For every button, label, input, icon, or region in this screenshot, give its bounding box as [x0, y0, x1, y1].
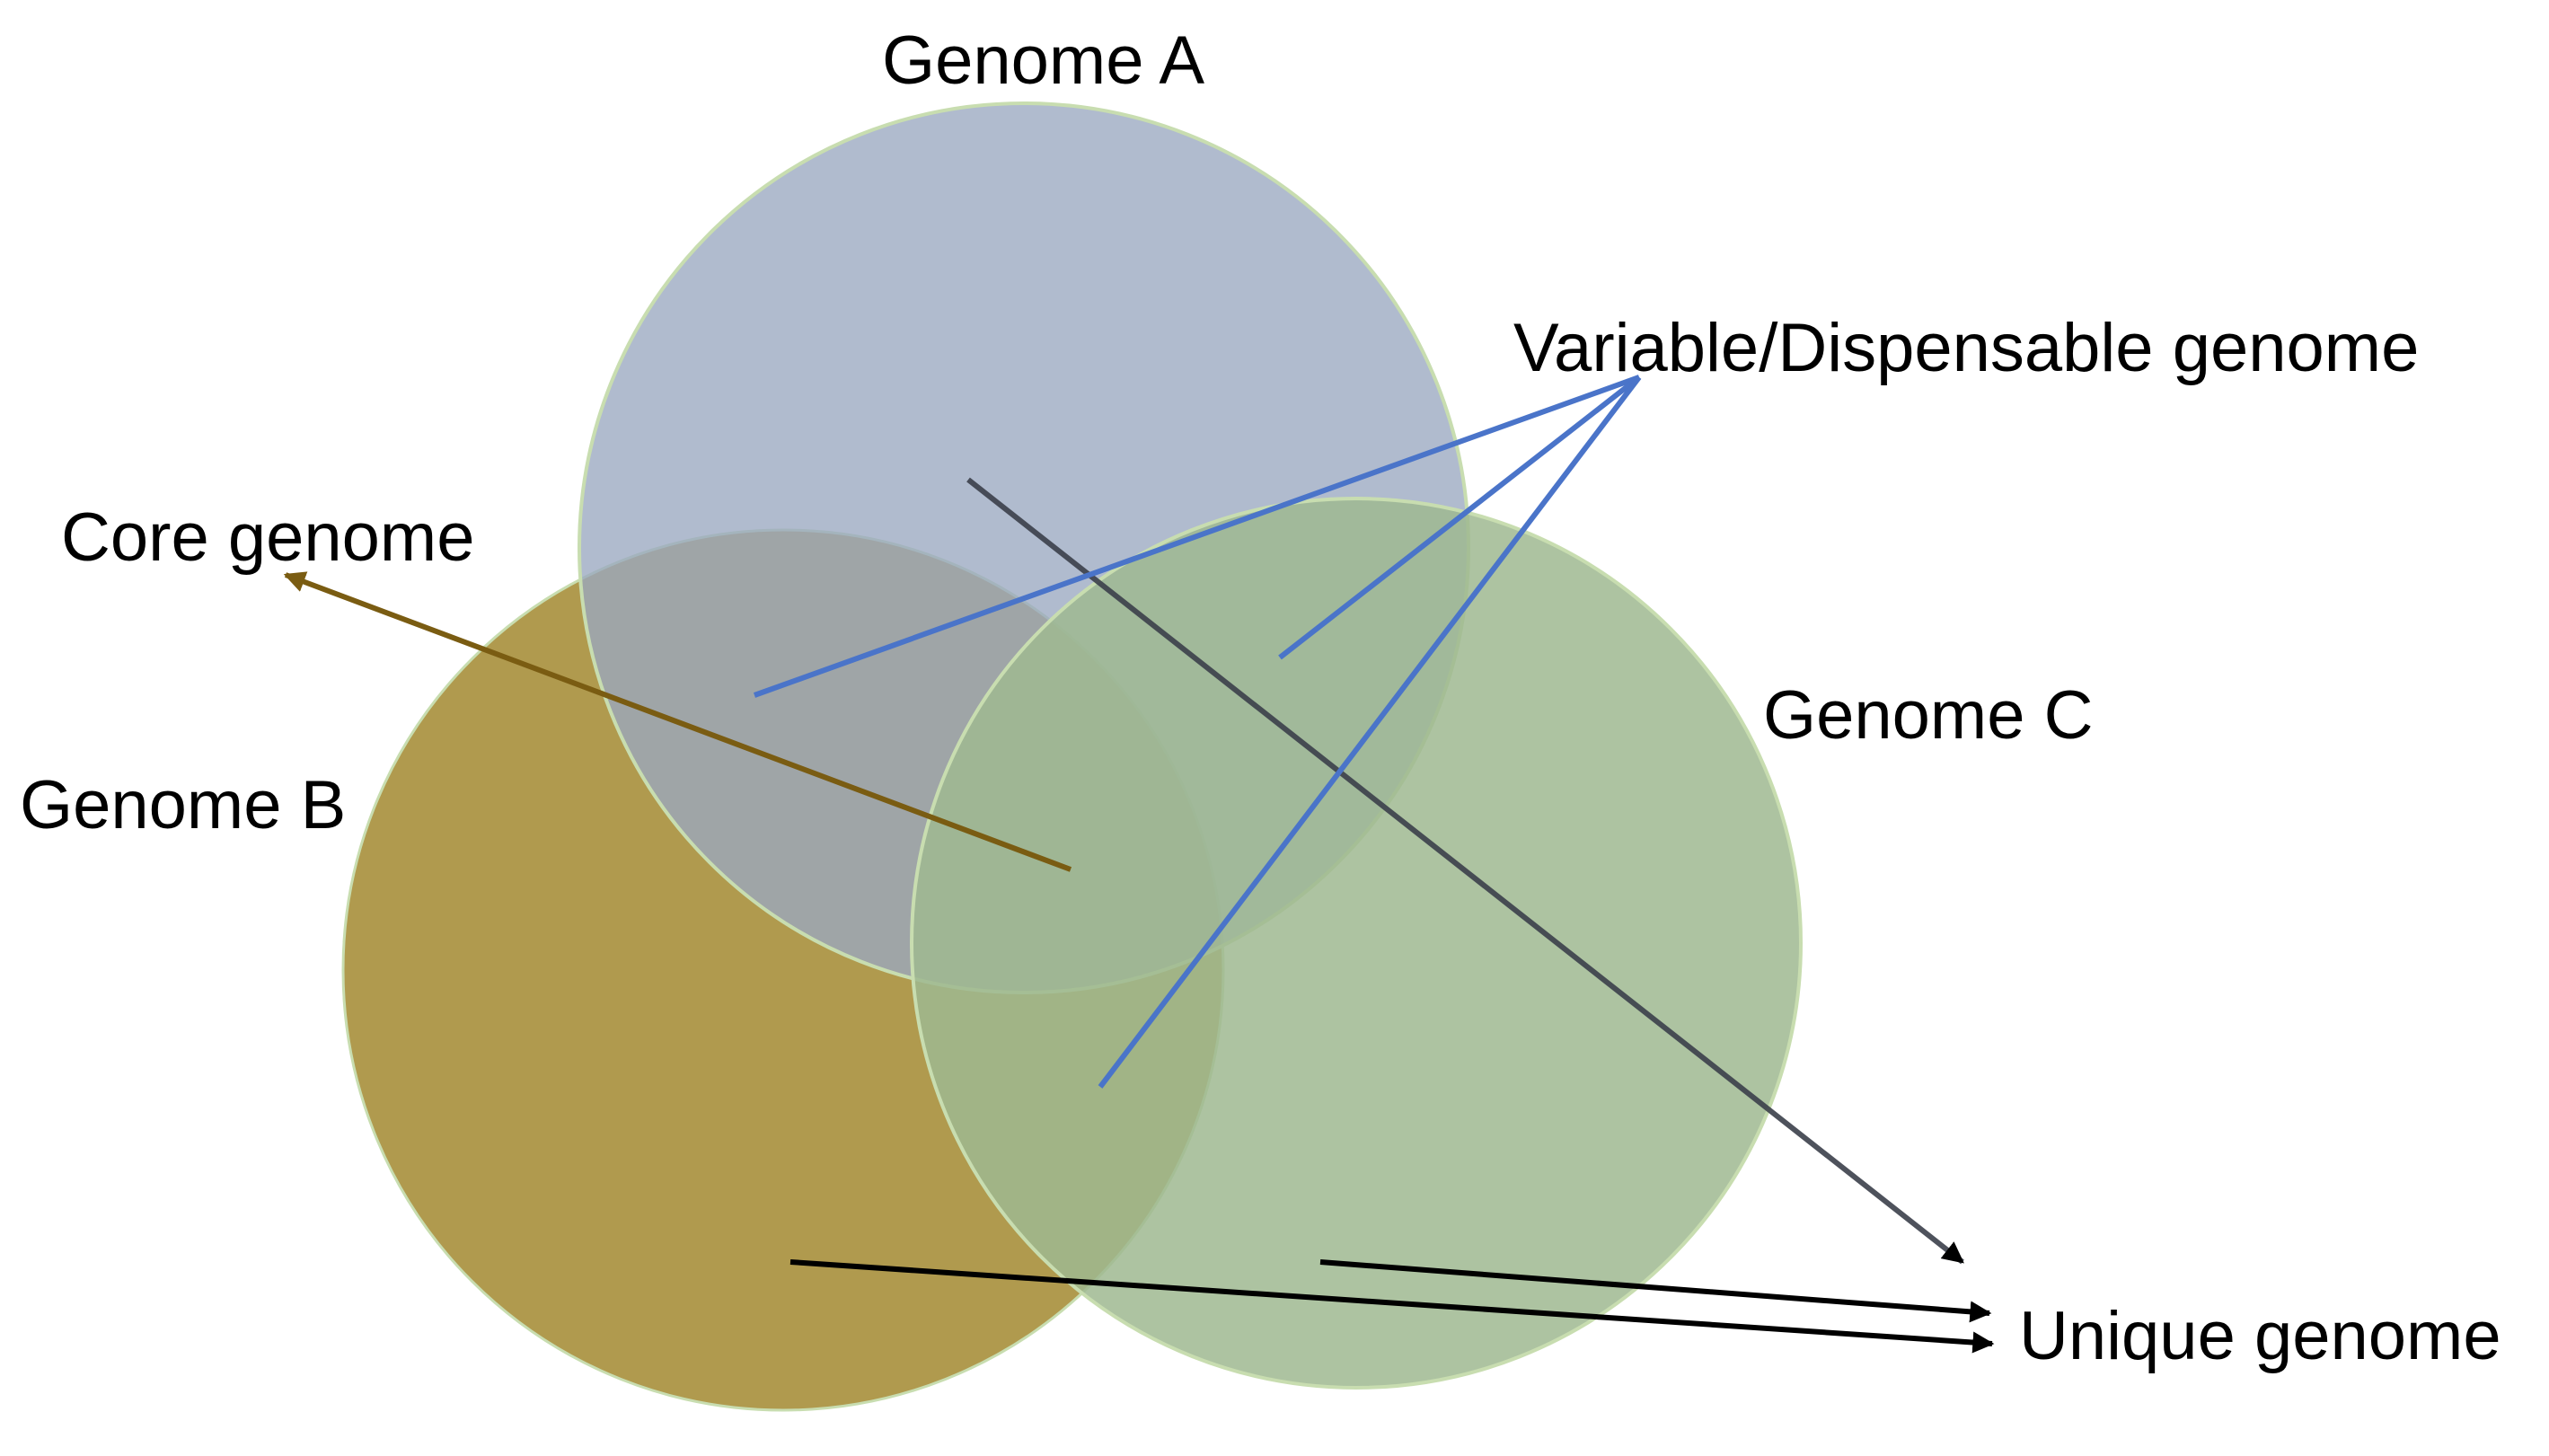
unique-arrow-from-a — [966, 477, 1964, 1265]
unique-arrow-from-c — [1319, 1259, 1992, 1323]
genome-a-label: Genome A — [882, 22, 1204, 99]
unique-genome-label: Unique genome — [2019, 1298, 2501, 1374]
genome-c-label: Genome C — [1763, 677, 2094, 754]
variable-line-bc — [1098, 375, 1642, 1089]
variable-genome-label: Variable/Dispensable genome — [1513, 310, 2419, 386]
core-genome-arrow — [283, 571, 1072, 872]
variable-line-ab — [753, 375, 1641, 698]
core-genome-label: Core genome — [61, 499, 475, 576]
genome-c-circle — [910, 497, 1803, 1390]
genome-b-label: Genome B — [20, 767, 346, 843]
variable-line-ac — [1278, 375, 1641, 660]
unique-arrow-from-b — [789, 1259, 1995, 1354]
